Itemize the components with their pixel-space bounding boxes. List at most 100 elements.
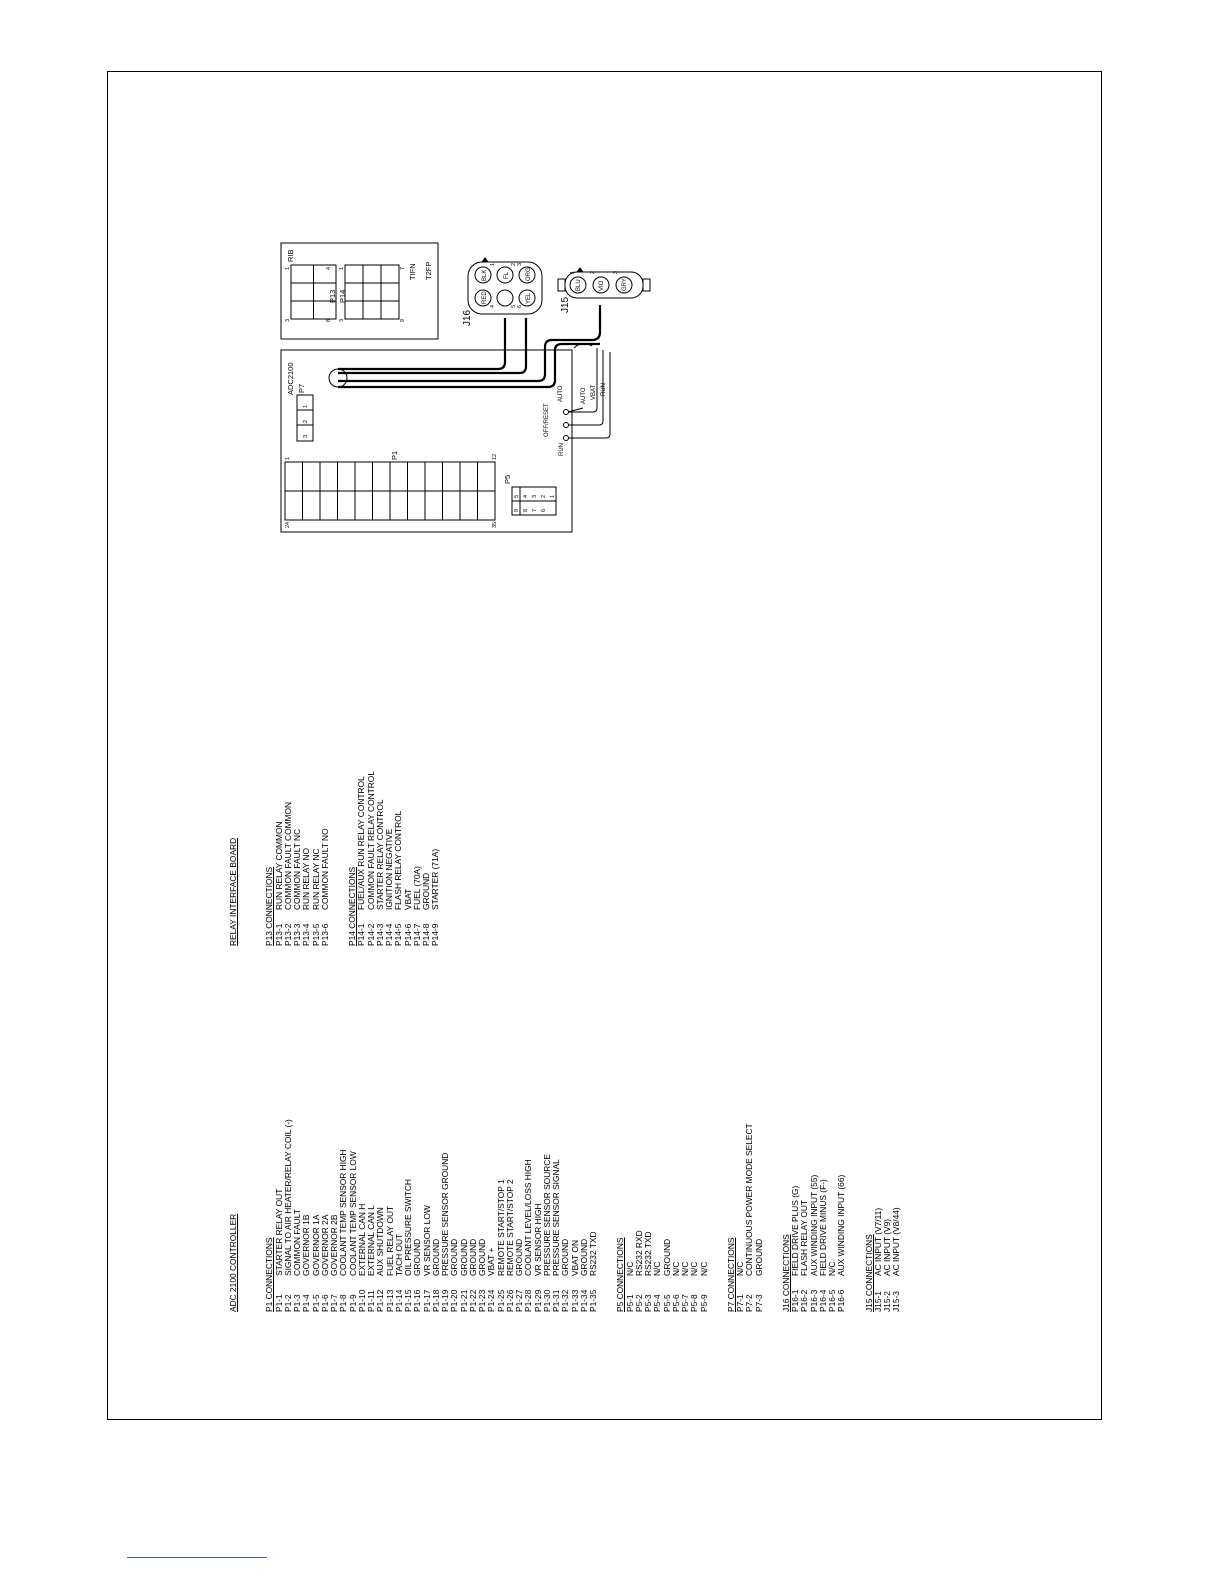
pin-code: P13-6 [319,923,330,946]
label-auto-switch: AUTO [558,385,564,402]
rib-pin-number: 7 [400,267,406,270]
p5-connector [511,486,557,516]
j16-yel: YEL [526,292,532,304]
pin-code: P14-9 [430,923,441,946]
pin-code: P1-35 [588,1289,598,1312]
pin-row: P5-9 N/C [698,1119,709,1312]
pin-row: P5-8N/C [689,1119,699,1312]
pin-description: N/C [698,1261,709,1276]
label-wire-vbat: VBAT [591,384,597,400]
p1-pin-cell [477,490,496,521]
adc_controller-title: ADC 2100 CONTROLLER [228,1213,238,1312]
pin-code: P5-9 [698,1294,709,1312]
group-spacer [847,1119,865,1312]
pin-code: J15-3 [891,1291,902,1312]
pin-row: P14-9 STARTER (71A) [430,771,441,946]
pin-row: P1-23GROUND [477,1119,487,1312]
label-j16: J16 [462,309,473,326]
j15-blu: BLU [576,279,582,291]
pin-row: P5-2RS232 RXD [634,1119,644,1312]
pin-row: P16-6 AUX WINDING INPUT (66) [836,1119,847,1312]
group-spacer [330,771,348,946]
label-p13: P13 [328,290,337,303]
p5-pin-number: 2 [541,495,547,498]
rib-pin-number: 9 [400,319,406,322]
j16-red: RED [482,291,488,304]
j16-pin-number: 2 [511,263,517,266]
rib-pin-number: 1 [285,267,291,270]
pin-row: P14-6VBAT [403,771,413,946]
p1-pin-number: 12 [492,454,498,460]
label-p5: P5 [503,475,512,484]
switch-wires [568,342,611,439]
pin-description: RS232 TXD [588,1231,598,1276]
pin-row: J15-3 AC INPUT (V8/44) [891,1119,902,1312]
pin-description: GROUND [753,1238,764,1276]
p13-connector [290,264,337,320]
pin-row: P1-20GROUND [449,1119,459,1312]
pin-description: STARTER (71A) [430,848,441,910]
p1-connector [284,461,496,521]
label-off-reset: OFF/RESET [544,403,550,437]
pin-description: COMMON FAULT NO [319,828,330,910]
pin-row: P1-34GROUND [579,1119,589,1312]
p7-pin-number: 3 [303,435,309,438]
p7-pin-number: 1 [303,405,309,408]
label-j15: J15 [560,296,571,313]
relay_board-title: RELAY INTERFACE BOARD [228,837,238,946]
p7-pin-number: 2 [303,420,309,423]
pin-row: P5-1N/C [625,1119,635,1312]
relay-interface-board-drawing [280,242,439,340]
pin-row: P1-15OIL PRESSURE SWITCH [403,1119,413,1312]
j16-pin-number: 3 [517,263,523,266]
label-rib: RIB [286,249,295,262]
j16-pin-number: 4 [490,305,496,308]
label-adc2100: ADC2100 [286,362,295,395]
j15-vio: VIO [599,280,605,291]
pin-row: P5-6N/C [671,1119,681,1312]
label-p1: P1 [390,451,399,460]
p1-pin-number: 24 [285,522,291,528]
pin-row: P5-3RS232 TXD [643,1119,653,1312]
p14-connector [344,264,400,320]
pin-row: P13-6 COMMON FAULT NO [319,771,330,946]
label-tifn: TIFN [408,263,417,280]
label-wire-auto: AUTO [581,387,587,404]
p5-pin-number: 5 [514,495,520,498]
rib-pin-number: 3 [285,319,291,322]
pin-row: P7-3GROUND [753,1119,764,1312]
rib-outline [280,242,439,340]
pin-row: P1-13FUEL RELAY OUT [385,1119,395,1312]
j16-fl: FL [504,271,510,279]
pin-row: P5-5GROUND [662,1119,672,1312]
p5-pin-number: 9 [514,509,520,512]
j15-connector-drawing [557,267,651,299]
connections-header-row: P7 CONNECTIONS [726,1119,736,1312]
p5-pin-number: 4 [523,495,529,498]
pin-row: P1-19PRESSURE SENSOR GROUND [440,1119,450,1312]
pin-row: P1-21GROUND [459,1119,469,1312]
rib-pin-number: 4 [326,267,332,270]
pin-row: P1-17VR SENSOR LOW [422,1119,432,1312]
pin-row: J15-1AC INPUT (V7/11) [873,1119,883,1312]
p5-pin-number: 3 [532,495,538,498]
pin-description: AUX WINDING INPUT (66) [836,1174,847,1276]
pin-row: P16-4FIELD DRIVE MINUS (F-) [818,1119,828,1312]
pin-row: P5-4N/C [652,1119,662,1312]
pin-row: P1-35 RS232 TXD [588,1119,598,1312]
j15-gry: GRY [622,278,628,291]
pin-code: P16-6 [836,1289,847,1312]
page-border [107,71,1102,1420]
pin-row: P1-22GROUND [468,1119,478,1312]
pin-row: P5-7N/C [680,1119,690,1312]
pin-description: AC INPUT (V8/44) [891,1207,902,1276]
rib-pin-number: 3 [339,319,345,322]
rib-pin-number: 1 [339,267,345,270]
j15-pin-number: 1 [570,271,576,274]
j16-pin-number: 1 [490,263,496,266]
connections-header-row: P5 CONNECTIONS [615,1119,625,1312]
p1-pin-number: 35 [492,522,498,528]
